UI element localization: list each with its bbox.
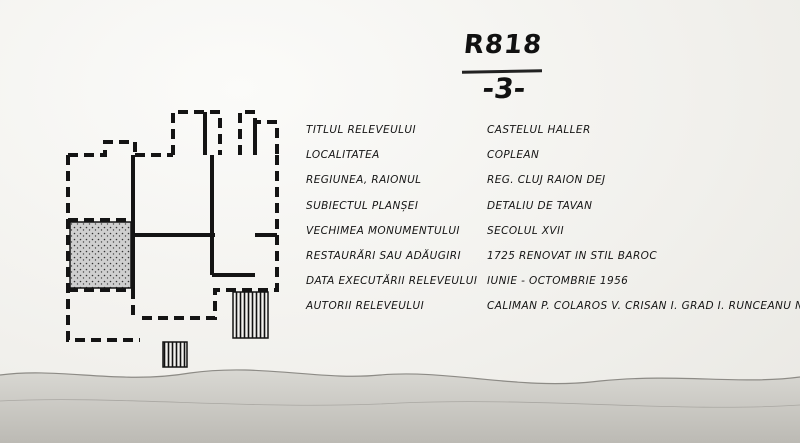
value-localitatea: COPLEAN [487, 149, 540, 162]
floor-plan-drawing [66, 110, 279, 368]
label-vechimea: VECHIMEA MONUMENTULUI [306, 224, 460, 237]
label-localitatea: LOCALITATEA [306, 149, 380, 162]
label-regiunea: REGIUNEA, RAIONUL [306, 174, 422, 187]
value-vechimea: SECOLUL XVII [487, 224, 564, 237]
label-titlul: TITLUL RELEVEULUI [306, 124, 416, 136]
field-labels: TITLUL RELEVEULUI LOCALITATEA REGIUNEA, … [306, 118, 478, 320]
value-titlul: CASTELUL HALLER [487, 124, 591, 136]
label-data: DATA EXECUTĂRII RELEVEULUI [306, 275, 478, 288]
label-restaurari: RESTAURĂRI SAU ADĂUGIRI [306, 249, 461, 262]
value-autorii: CALIMAN P. COLAROS V. CRISAN I. GRAD I. … [487, 300, 800, 313]
field-values: CASTELUL HALLER COPLEAN REG. CLUJ RAION … [487, 118, 800, 320]
sheet-number: -3- [480, 72, 528, 105]
label-subiectul: SUBIECTUL PLANȘEI [306, 199, 419, 212]
value-subiectul: DETALIU DE TAVAN [487, 199, 593, 212]
value-restaurari: 1725 RENOVAT IN STIL BAROC [487, 249, 658, 262]
torn-paper-edge [0, 369, 800, 443]
value-data: IUNIE - OCTOMBRIE 1956 [487, 275, 629, 288]
label-autorii: AUTORII RELEVEULUI [306, 300, 425, 313]
value-regiunea: REG. CLUJ RAION DEJ [487, 174, 606, 187]
reference-code: R818 [462, 30, 544, 60]
